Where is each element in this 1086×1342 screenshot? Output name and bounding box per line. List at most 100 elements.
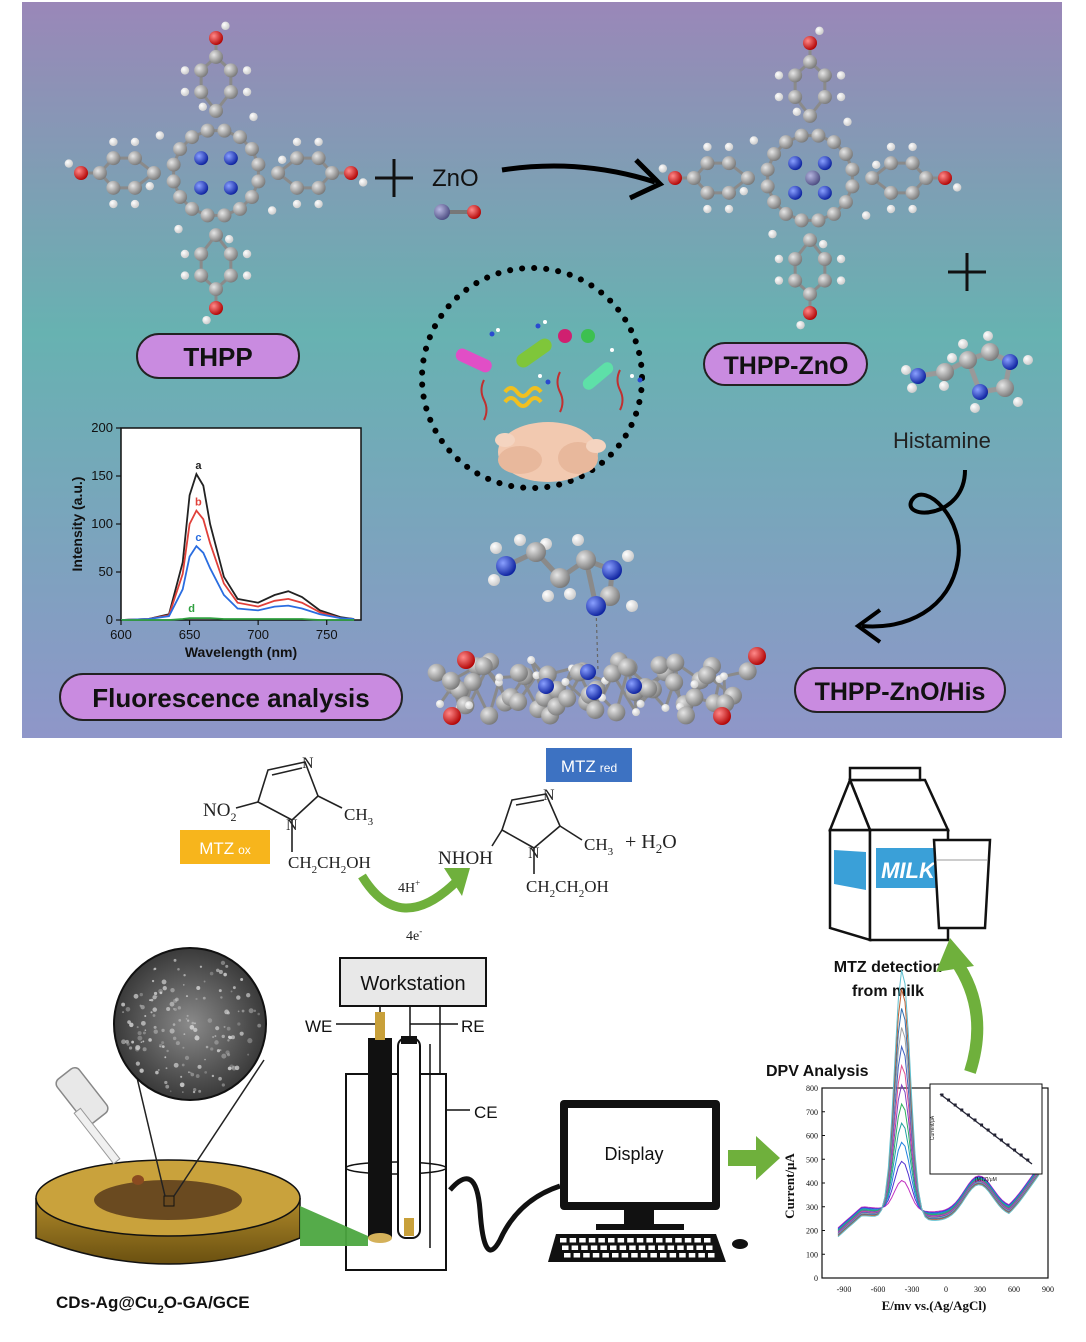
nitrogen-atom [788, 185, 803, 200]
we-label: WE [305, 1017, 332, 1036]
chart-ylabel: Intensity (a.u.) [69, 477, 85, 572]
dpv-chart: DPV Analysis 0100200300400500600700800-9… [766, 969, 1054, 1313]
inset-data-point [960, 1108, 964, 1112]
y-tick-label: 700 [806, 1108, 818, 1117]
keyboard-key [708, 1253, 715, 1258]
carbon-atom [666, 653, 685, 672]
sem-particle [218, 989, 222, 993]
hydrogen-atom [221, 21, 230, 31]
mtz-red-chain: CH2CH2OH [526, 877, 609, 900]
sem-particle [248, 1008, 254, 1014]
y-tick-label: 0 [106, 612, 113, 627]
sem-particle [207, 1018, 213, 1023]
sem-particle [161, 1041, 165, 1045]
sem-particle [169, 1090, 172, 1093]
sem-particle [172, 1036, 177, 1041]
carbon-atom [884, 185, 898, 200]
carbon-atom [92, 166, 107, 180]
loop-arrow [861, 469, 967, 629]
carbon-atom [194, 85, 209, 99]
sem-particle [194, 1022, 196, 1025]
hydrogen-atom [109, 137, 118, 147]
sem-particle [152, 995, 157, 1000]
sem-particle [190, 1072, 195, 1077]
hydrogen-atom [886, 142, 896, 152]
carbon-atom [558, 689, 577, 708]
hydrogen-atom [836, 71, 846, 80]
keyboard-key [694, 1238, 701, 1243]
oxygen-atom [713, 707, 731, 725]
dpv-curve [837, 1008, 1040, 1236]
carbon-atom [251, 157, 266, 172]
hydrogen-atom [314, 137, 323, 147]
sem-particle [196, 985, 201, 990]
sem-particle [142, 1040, 145, 1043]
carbon-atom [480, 706, 499, 725]
carbon-atom [603, 664, 622, 683]
inset-data-point [973, 1118, 977, 1122]
keyboard-key [698, 1253, 705, 1258]
carbon-atom [788, 273, 803, 288]
sem-particle [155, 1070, 159, 1075]
keyboard-key [686, 1245, 694, 1250]
carbon-atom [173, 141, 188, 156]
carbon-atom [650, 656, 669, 675]
arrow-to-milk [950, 956, 984, 1074]
oxygen-atom [803, 36, 817, 50]
carbon-atom [803, 54, 817, 69]
carbon-atom [233, 130, 248, 145]
sem-particle [215, 1026, 220, 1031]
mtz-red-structure [491, 793, 583, 874]
dotted-circle [419, 265, 645, 491]
carbon-atom [244, 190, 259, 205]
sem-particle [195, 997, 198, 1001]
display-label: Display [604, 1144, 663, 1164]
thpp-zno-label: THPP-ZnO [724, 352, 849, 380]
sem-particle [236, 995, 241, 1000]
sem-particle [173, 998, 178, 1003]
carbon-atom [209, 49, 223, 64]
mouse-icon [732, 1239, 748, 1249]
sem-particle [161, 1045, 165, 1048]
keyboard-key [588, 1238, 596, 1243]
sem-particle [179, 1082, 185, 1088]
nitrogen-atom [580, 664, 596, 680]
sem-particle [181, 1063, 185, 1067]
sem-particle [135, 1045, 141, 1051]
thpp-zno-his-complex [427, 534, 766, 725]
workstation-box: Workstation [339, 957, 487, 1007]
sem-particle [204, 1058, 206, 1061]
sem-particle [182, 1046, 185, 1049]
carbon-atom [128, 180, 142, 195]
top-panel: ZnO [22, 2, 1062, 738]
hydrogen-atom [952, 183, 962, 192]
sem-particle [197, 1064, 202, 1069]
hydrogen-atom [292, 199, 302, 209]
dpv-title: DPV Analysis [766, 1063, 869, 1080]
hydrogen-atom [908, 142, 917, 152]
hydrogen-atom [145, 181, 154, 191]
keyboard-key [592, 1253, 600, 1258]
milk-carton-label: MILK [881, 858, 937, 883]
mtz-red-n-bottom: N [528, 845, 540, 862]
oxygen-atom [344, 166, 358, 180]
sem-particle [240, 978, 244, 982]
mtz-red-n-top: N [543, 787, 555, 804]
carbon-atom [740, 171, 755, 185]
carbon-atom [788, 68, 803, 83]
hydrogen-atom [749, 136, 759, 145]
mtz-red-nhoh: NHOH [438, 848, 493, 869]
dpv-inset: Current/μA [MTZ]/μM [929, 1083, 1043, 1183]
y-tick-label: 800 [806, 1084, 818, 1093]
keyboard-key [679, 1253, 686, 1258]
hydrogen-atom [242, 66, 252, 75]
keyboard-key [704, 1238, 711, 1243]
sem-particle [216, 1049, 221, 1053]
sem-particle [133, 993, 139, 999]
plus-sign-1 [375, 159, 413, 197]
sem-particle [161, 1028, 165, 1033]
y-tick-label: 200 [91, 420, 113, 435]
carbon-atom [722, 185, 736, 200]
carbon-atom [194, 247, 209, 261]
